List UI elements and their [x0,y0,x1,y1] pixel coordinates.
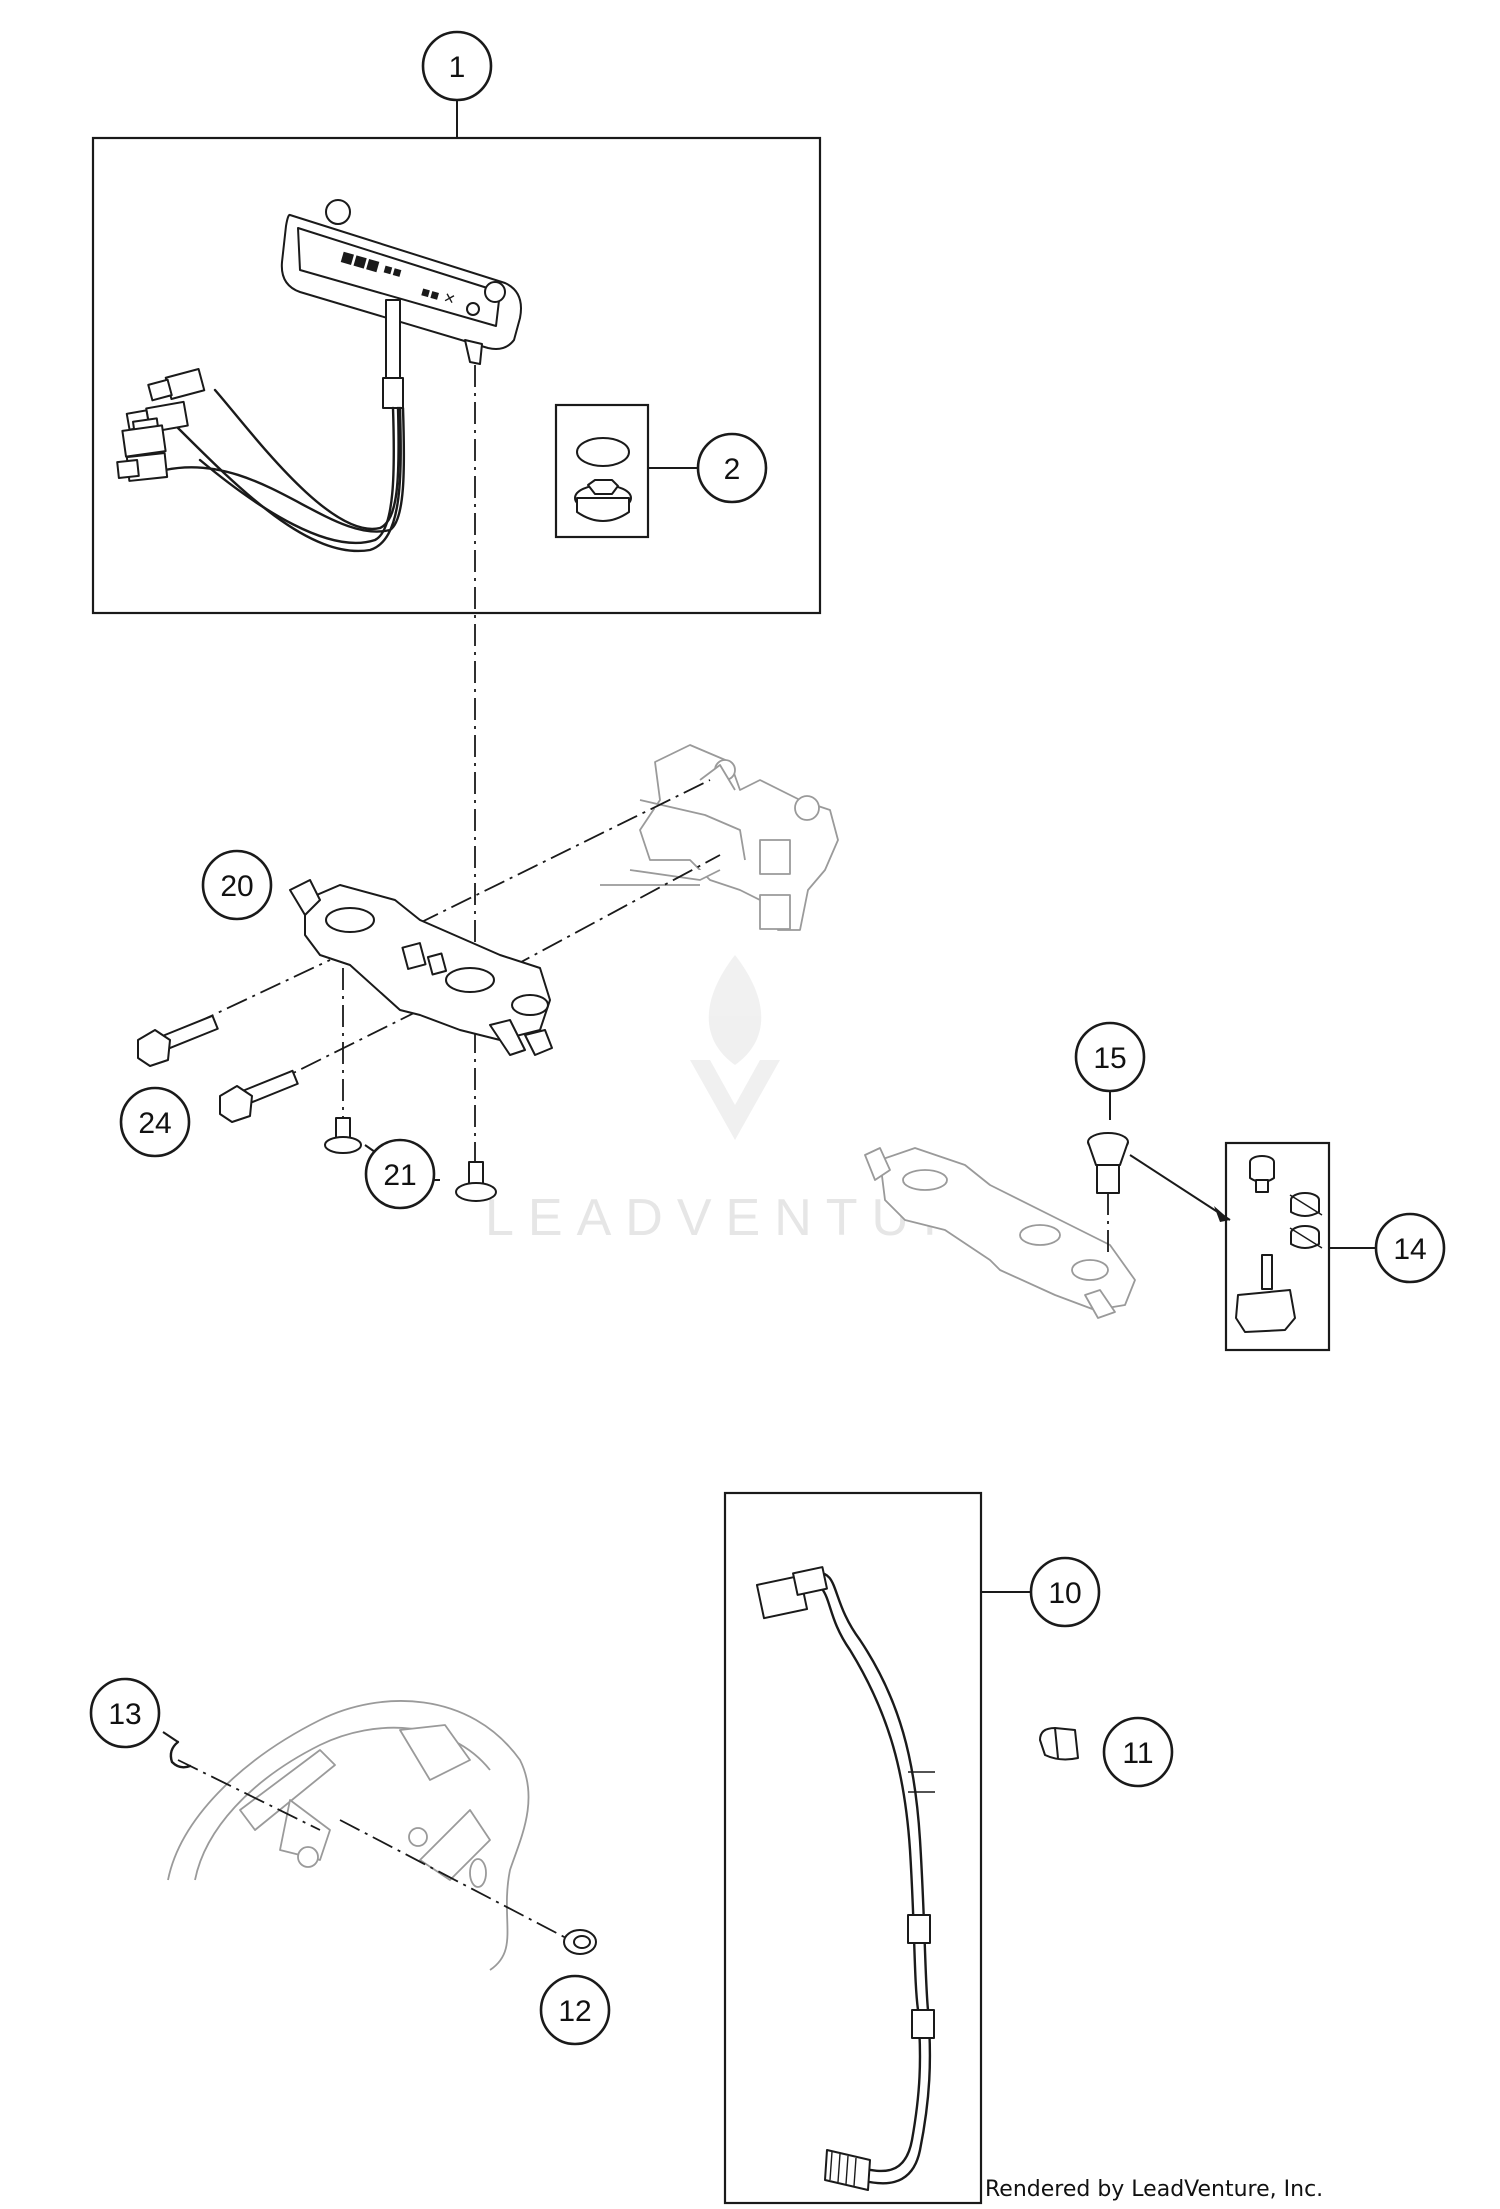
callout-15: 15 [1074,1021,1146,1093]
screw-21-b [455,1161,497,1202]
assembly-box-10 [723,1491,983,2205]
hardware-kit-14 [1235,1155,1323,1333]
callout-21: 21 [364,1138,436,1210]
clamp-ghost-right [864,1147,1136,1319]
spacer-12 [563,1929,597,1955]
callout-20-label: 20 [220,870,253,903]
callout-13: 13 [89,1677,161,1749]
callout-15-label: 15 [1093,1042,1126,1075]
callout-11-label: 11 [1122,1737,1153,1770]
handlebar-clamp-20 [289,879,553,1056]
callout-14-label: 14 [1393,1233,1426,1266]
retaining-ring-13 [169,1740,192,1769]
callout-10: 10 [1029,1556,1101,1628]
callout-14: 14 [1374,1212,1446,1284]
footer-credit: Rendered by LeadVenture, Inc. [985,2177,1324,2202]
callout-21-label: 21 [383,1159,416,1192]
callout-11: 11 [1102,1716,1174,1788]
assembly-box-1 [91,136,822,615]
callout-1-label: 1 [449,51,466,84]
speed-sensor-cable-10 [755,1566,935,2191]
callout-2-label: 2 [724,453,741,486]
callout-12: 12 [539,1974,611,2046]
cluster-wiring-harness [116,367,406,553]
instrument-cluster: ■■■ ▪▪ ▪▪ ✕ [280,199,522,409]
callout-1: 1 [421,30,493,102]
screw-21-a [324,1117,362,1154]
mounting-frame-ghost [600,744,839,931]
rubber-bushing-15 [1087,1132,1129,1194]
callout-12-label: 12 [558,1995,591,2028]
grommet-part-2 [574,437,632,522]
brake-disc-ghost [167,1700,530,1971]
callout-24-label: 24 [138,1107,171,1140]
callout-20: 20 [201,849,273,921]
cable-clip-11 [1039,1727,1079,1761]
callout-24: 24 [119,1086,191,1158]
bolt-24-b [219,1069,299,1123]
callout-10-label: 10 [1048,1577,1081,1610]
watermark-logo [690,955,780,1140]
callout-13-label: 13 [108,1698,141,1731]
bolt-24-a [137,1014,219,1067]
assembly-box-14 [1224,1141,1331,1352]
assembly-box-2 [554,403,650,539]
callout-2: 2 [696,432,768,504]
